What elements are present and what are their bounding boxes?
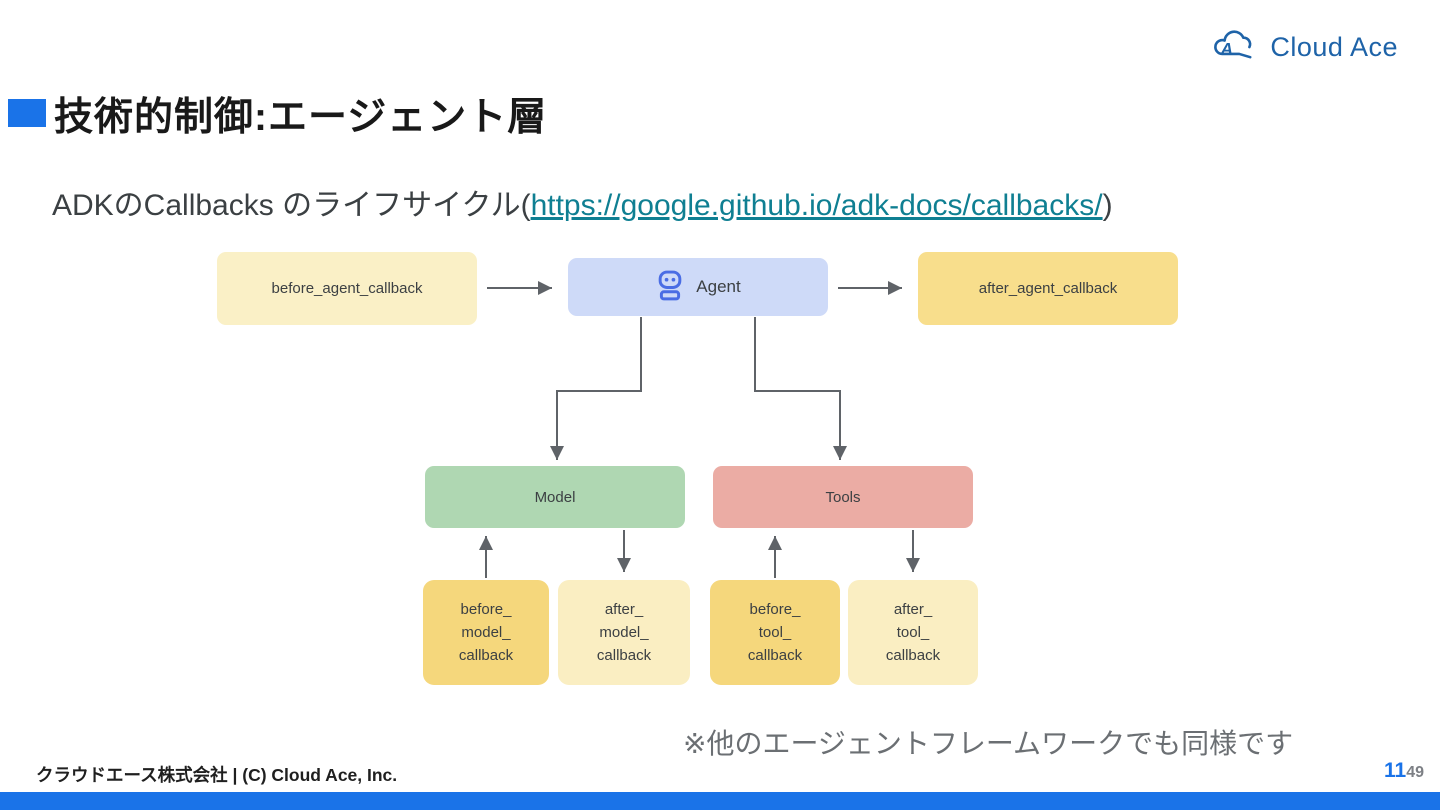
node-after-agent-callback: after_agent_callback — [918, 252, 1178, 325]
logo-wordmark: Cloud Ace — [1270, 32, 1398, 62]
node-tools: Tools — [713, 466, 973, 528]
title-accent-square — [8, 99, 46, 127]
note-text: ※他のエージェントフレームワークでも同様です — [683, 728, 1294, 759]
node-before-agent-callback: before_agent_callback — [217, 252, 477, 325]
robot-icon — [655, 269, 685, 306]
node-before-model-callback: before_ model_ callback — [423, 580, 549, 685]
cloud-logo-icon: A — [1210, 28, 1262, 67]
page-number: 11 49 — [1384, 759, 1424, 783]
subtitle-suffix: ) — [1102, 189, 1113, 222]
node-model: Model — [425, 466, 685, 528]
subtitle-prefix: ADKのCallbacks のライフサイクル( — [52, 189, 531, 222]
footer-company: クラウドエース株式会社 | (C) Cloud Ace, Inc. — [36, 765, 398, 785]
svg-text:A: A — [1220, 39, 1233, 58]
cloud-ace-logo: A Cloud Ace — [1210, 28, 1398, 67]
bottom-accent-bar — [0, 792, 1440, 810]
agent-label: Agent — [696, 277, 741, 296]
node-after-model-callback: after_ model_ callback — [558, 580, 690, 685]
page-number-primary: 11 — [1384, 759, 1407, 782]
page-title: 技術的制御:エージェント層 — [54, 96, 548, 139]
adk-docs-link[interactable]: https://google.github.io/adk-docs/callba… — [530, 189, 1103, 222]
subtitle: ADKのCallbacks のライフサイクル(https://google.gi… — [52, 180, 1113, 224]
page-number-secondary: 49 — [1406, 764, 1424, 781]
node-before-tool-callback: before_ tool_ callback — [710, 580, 840, 685]
node-agent: Agent — [568, 258, 828, 316]
node-after-tool-callback: after_ tool_ callback — [848, 580, 978, 685]
